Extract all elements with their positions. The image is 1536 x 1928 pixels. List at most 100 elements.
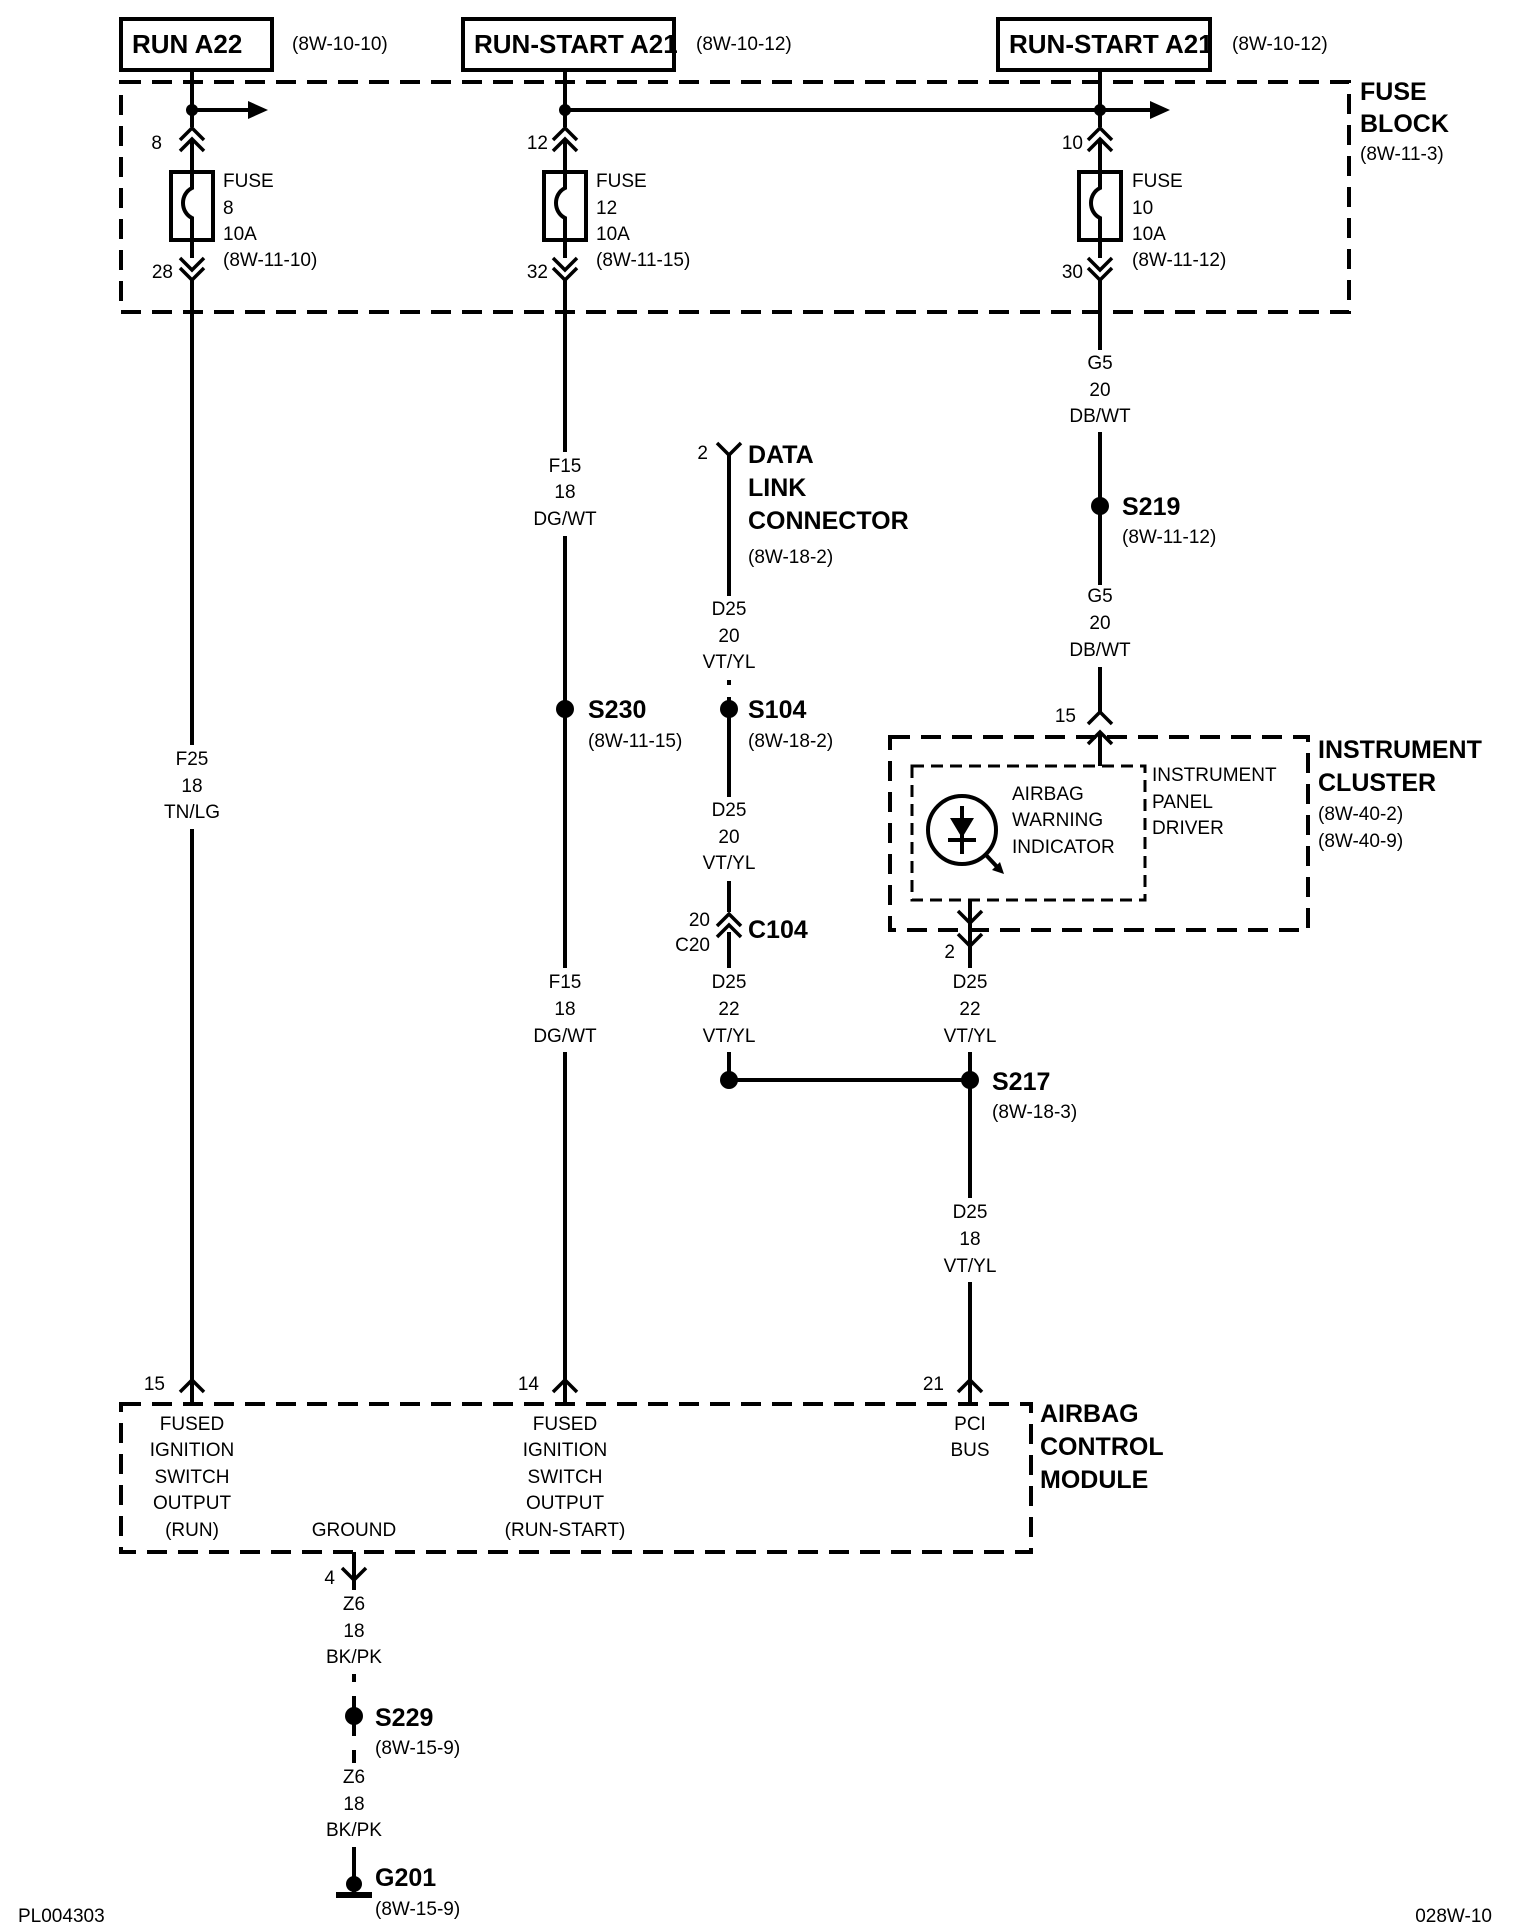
wire-circuit: F25 (176, 749, 209, 770)
module-title: CONTROL (1040, 1433, 1164, 1461)
pin-description: (RUN) (165, 1520, 219, 1541)
wire-label-f25: F25 18 TN/LG (160, 745, 224, 829)
data-link-connector: 2 DATA LINK CONNECTOR (8W-18-2) (697, 441, 908, 568)
wire-circuit: D25 (712, 599, 747, 620)
wire-label-d25-e: D25 18 VT/YL (939, 1198, 1001, 1282)
wire-label-f15-top: F15 18 DG/WT (533, 452, 597, 536)
splice-s229: S229 (8W-15-9) (345, 1704, 460, 1759)
wire-label-z6-a: Z6 18 BK/PK (318, 1590, 390, 1674)
cluster-title: INSTRUMENT (1318, 736, 1482, 764)
wire-label-g5-top: G5 20 DB/WT (1069, 350, 1131, 432)
wire-circuit: D25 (953, 1202, 988, 1223)
fuse-block-title: FUSE (1360, 78, 1427, 106)
fuse-12: 12 32 FUSE 12 10A (8W-11-15) (527, 70, 690, 283)
wire-circuit: F15 (549, 972, 582, 993)
indicator-label: AIRBAG (1012, 784, 1084, 805)
fuse-block-ref: (8W-11-3) (1360, 144, 1444, 165)
ground-name: G201 (375, 1864, 436, 1892)
pin-label-run: FUSED IGNITION SWITCH OUTPUT (RUN) (150, 1414, 234, 1541)
splice-s217: S217 (8W-18-3) (961, 1068, 1077, 1123)
wire-color: VT/YL (703, 1026, 756, 1047)
wire-color: BK/PK (326, 1820, 382, 1841)
data-link-title: DATA (748, 441, 814, 469)
fuse-pin-in: 8 (151, 133, 162, 154)
pin-description: SWITCH (155, 1467, 230, 1488)
source-label: RUN-START A21 (474, 29, 678, 59)
cluster-ref: (8W-40-9) (1318, 831, 1403, 852)
wire-label-d25-d: D25 22 VT/YL (939, 968, 1001, 1052)
connector-name: C104 (748, 916, 808, 944)
airbag-control-module: AIRBAG CONTROL MODULE 15 14 21 4 FUSED I… (119, 1374, 1164, 1589)
source-run-start-a21-right: RUN-START A21 (8W-10-12) (996, 17, 1328, 72)
pin-description: BUS (950, 1440, 989, 1461)
fuse-number: 8 (223, 198, 234, 219)
fuse-label: FUSE (596, 171, 647, 192)
airbag-warning-indicator: AIRBAG WARNING INDICATOR (926, 784, 1115, 874)
data-link-ref: (8W-18-2) (748, 547, 833, 568)
connector-pin: 2 (697, 443, 708, 464)
wire-label-d25-c: D25 22 VT/YL (698, 968, 760, 1052)
pin-label-pci: PCI BUS (950, 1414, 989, 1461)
splice-s230: S230 (8W-11-15) (556, 696, 682, 752)
connector-pin: 20 (689, 910, 710, 931)
wire-label-f15-bot: F15 18 DG/WT (533, 968, 597, 1052)
fuse-10: 10 30 FUSE 10 10A (8W-11-12) (1062, 70, 1226, 283)
wire-label-z6-b: Z6 18 BK/PK (318, 1763, 390, 1847)
splice-ref: (8W-11-15) (588, 731, 682, 752)
connector-c104: 20 C20 C104 (675, 910, 808, 956)
splice-name: S230 (588, 696, 646, 724)
connector-pin: C20 (675, 935, 710, 956)
page-code: 028W-10 (1415, 1906, 1492, 1927)
wire-gauge: 20 (1089, 380, 1110, 401)
wire-color: TN/LG (164, 802, 220, 823)
splice-ref: (8W-18-3) (992, 1102, 1077, 1123)
splice-name: S217 (992, 1068, 1050, 1096)
wire-color: DG/WT (533, 1026, 597, 1047)
driver-label: INSTRUMENT (1152, 765, 1277, 786)
source-label: RUN A22 (132, 29, 242, 59)
wire-circuit: Z6 (343, 1594, 365, 1615)
pin-description: FUSED (160, 1414, 224, 1435)
pin-description: (RUN-START) (505, 1520, 626, 1541)
fuse-ref: (8W-11-12) (1132, 250, 1226, 271)
pin-description: PCI (954, 1414, 986, 1435)
ground-ref: (8W-15-9) (375, 1899, 460, 1920)
cluster-title: CLUSTER (1318, 769, 1436, 797)
fuse-label: FUSE (1132, 171, 1183, 192)
source-run-a22: RUN A22 (8W-10-10) (119, 17, 388, 72)
wire-label-d25-b: D25 20 VT/YL (698, 797, 760, 881)
fuse-pin-in: 12 (527, 133, 548, 154)
wire-gauge: 18 (181, 776, 202, 797)
driver-label: DRIVER (1152, 818, 1224, 839)
indicator-label: WARNING (1012, 810, 1103, 831)
pin-label-run-start: FUSED IGNITION SWITCH OUTPUT (RUN-START) (505, 1414, 626, 1541)
data-link-title: LINK (748, 474, 806, 502)
cluster-pin: 2 (944, 942, 955, 963)
wire-color: DB/WT (1069, 640, 1131, 661)
wire-gauge: 22 (718, 999, 739, 1020)
wire-gauge: 18 (959, 1229, 980, 1250)
wire-color: BK/PK (326, 1647, 382, 1668)
wire-gauge: 20 (718, 626, 739, 647)
fuse-pin-out: 30 (1062, 262, 1083, 283)
module-pin: 15 (144, 1374, 165, 1395)
fuse-ref: (8W-11-10) (223, 250, 317, 271)
splice-ref: (8W-15-9) (375, 1738, 460, 1759)
wire-gauge: 20 (718, 827, 739, 848)
wire-gauge: 20 (1089, 613, 1110, 634)
fuse-8: 8 28 FUSE 8 10A (8W-11-10) (151, 70, 317, 283)
fuse-pin-out: 28 (152, 262, 173, 283)
source-ref: (8W-10-10) (292, 34, 388, 55)
wire-color: VT/YL (703, 853, 756, 874)
wire-circuit: G5 (1087, 353, 1112, 374)
source-label: RUN-START A21 (1009, 29, 1213, 59)
wire-color: DG/WT (533, 509, 597, 530)
pin-description: OUTPUT (526, 1493, 605, 1514)
wire-label-d25-a: D25 20 VT/YL (698, 596, 760, 680)
bus-arrow-run (192, 101, 268, 119)
ground-g201: G201 (8W-15-9) (336, 1864, 460, 1920)
wire-circuit: D25 (953, 972, 988, 993)
splice-s219: S219 (8W-11-12) (1091, 493, 1216, 548)
source-ref: (8W-10-12) (1232, 34, 1328, 55)
pin-description: IGNITION (523, 1440, 607, 1461)
